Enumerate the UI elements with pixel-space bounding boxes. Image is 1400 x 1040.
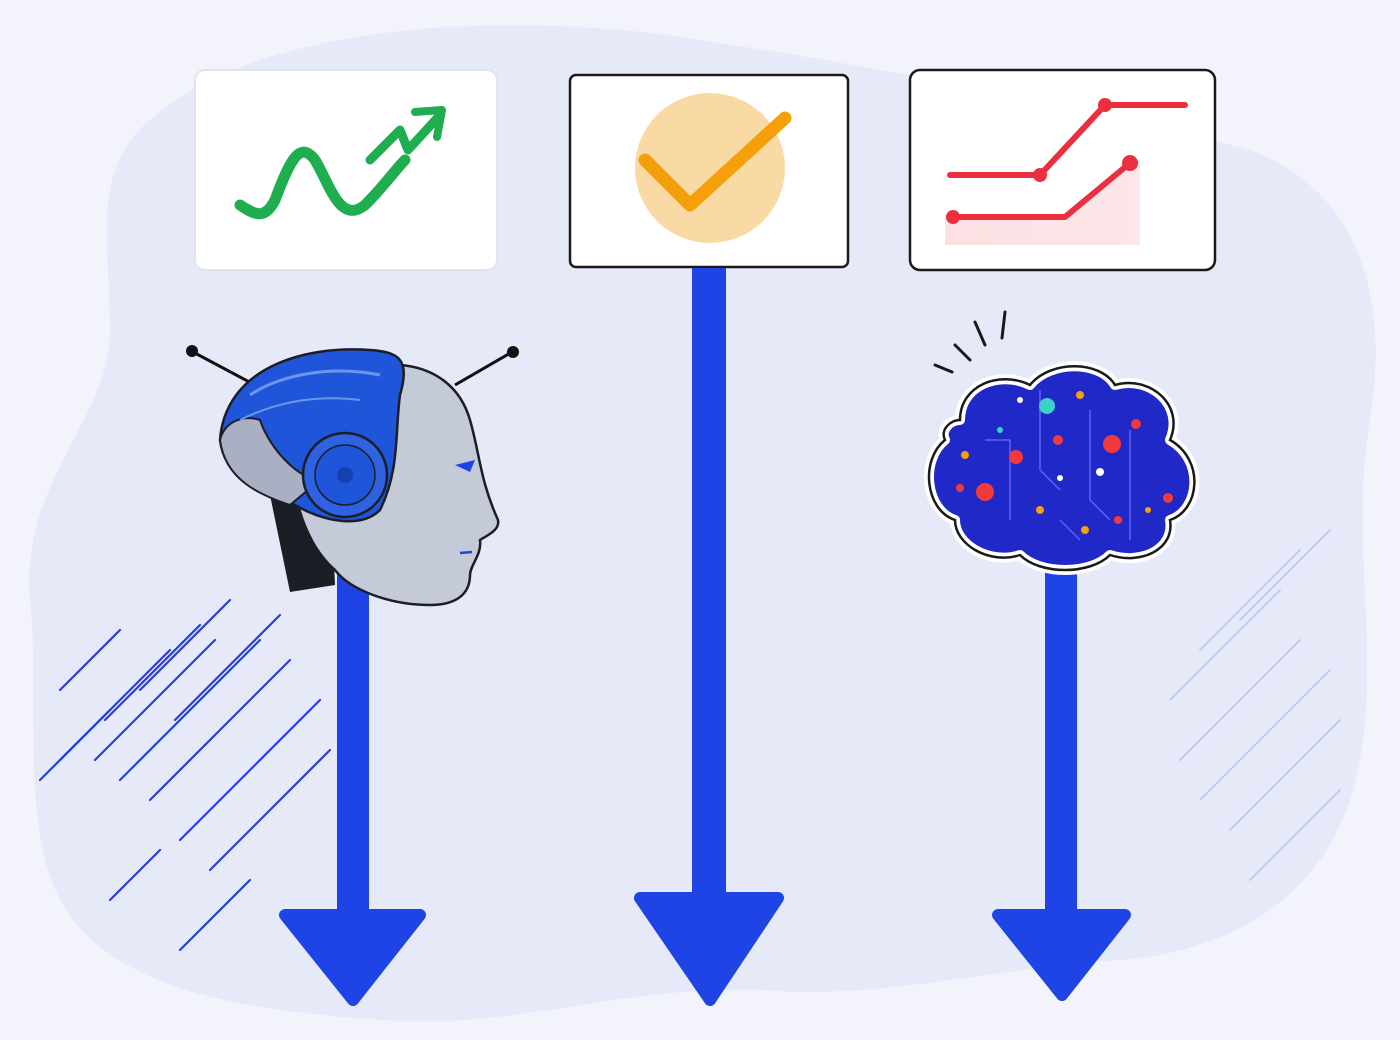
- brain-cloud-icon: [924, 310, 1200, 575]
- down-arrow-right: [992, 560, 1131, 1001]
- speed-lines-right: [1169, 529, 1341, 881]
- speed-lines-left: [38, 598, 332, 952]
- robot-head-icon: [186, 345, 519, 607]
- line-chart-card: [908, 68, 1217, 272]
- line-chart-icon: [945, 98, 1188, 245]
- checkmark-icon: [635, 93, 792, 243]
- down-arrow-left: [279, 560, 426, 1006]
- trend-card: [194, 69, 498, 271]
- down-arrow-middle: [634, 268, 784, 1006]
- trend-up-icon: [234, 106, 446, 220]
- check-card: [568, 73, 850, 269]
